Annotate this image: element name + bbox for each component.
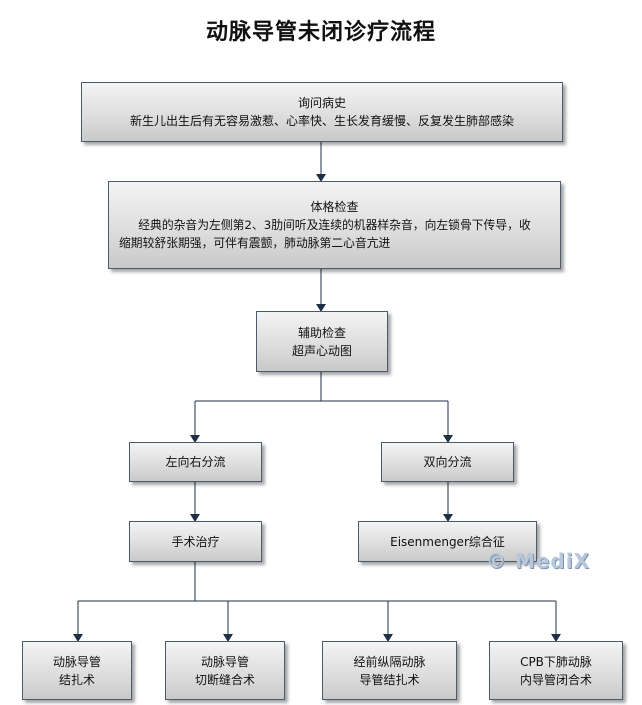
node-exam-title: 体格检查 <box>310 200 359 214</box>
node-op-mediastinal-ligation-line2: 导管结扎术 <box>359 672 420 687</box>
node-bidirectional-shunt: 双向分流 <box>381 442 514 482</box>
node-op-mediastinal-ligation-line1: 经前纵隔动脉 <box>353 654 426 669</box>
node-exam: 体格检查 经典的杂音为左侧第2、3肋间听及连续的机器样杂音，向左锁骨下传导，收 … <box>108 181 561 269</box>
node-history: 询问病史 新生儿出生后有无容易激惹、心率快、生长发育缓慢、反复发生肺部感染 <box>81 82 563 142</box>
node-op-cpb-closure-line1: CPB下肺动脉 <box>520 654 592 669</box>
node-left-right-shunt-label: 左向右分流 <box>165 455 226 469</box>
node-aux-line2: 超声心动图 <box>291 343 352 358</box>
node-exam-line2: 缩期较舒张期强，可伴有震颤，肺动脉第二心音亢进 <box>119 236 391 250</box>
node-aux-line1: 辅助检查 <box>297 325 346 340</box>
node-op-ligation-line1: 动脉导管 <box>52 654 101 669</box>
node-op-division-suture-line2: 切断缝合术 <box>194 672 255 687</box>
node-op-ligation-line2: 结扎术 <box>58 672 95 687</box>
node-history-text: 新生儿出生后有无容易激惹、心率快、生长发育缓慢、反复发生肺部感染 <box>129 114 514 128</box>
node-bidirectional-shunt-label: 双向分流 <box>423 455 472 469</box>
node-op-ligation: 动脉导管 结扎术 <box>22 641 132 700</box>
node-op-division-suture-line1: 动脉导管 <box>200 654 249 669</box>
node-surgery-label: 手术治疗 <box>171 534 220 549</box>
node-op-mediastinal-ligation: 经前纵隔动脉 导管结扎术 <box>322 641 457 700</box>
node-history-title: 询问病史 <box>297 96 346 110</box>
node-aux: 辅助检查 超声心动图 <box>256 311 388 372</box>
node-surgery: 手术治疗 <box>129 521 262 562</box>
node-eisenmenger-label: Eisenmenger综合征 <box>390 534 505 549</box>
diagram-title: 动脉导管未闭诊疗流程 <box>205 19 436 45</box>
node-eisenmenger: Eisenmenger综合征 <box>358 521 537 562</box>
node-exam-line1: 经典的杂音为左侧第2、3肋间听及连续的机器样杂音，向左锁骨下传导，收 <box>138 218 531 232</box>
watermark-logo: © MediX <box>486 549 591 573</box>
node-op-cpb-closure: CPB下肺动脉 内导管闭合术 <box>489 641 623 700</box>
node-op-cpb-closure-line2: 内导管闭合术 <box>519 672 592 687</box>
node-op-division-suture: 动脉导管 切断缝合术 <box>165 641 285 700</box>
node-left-right-shunt: 左向右分流 <box>129 442 262 482</box>
